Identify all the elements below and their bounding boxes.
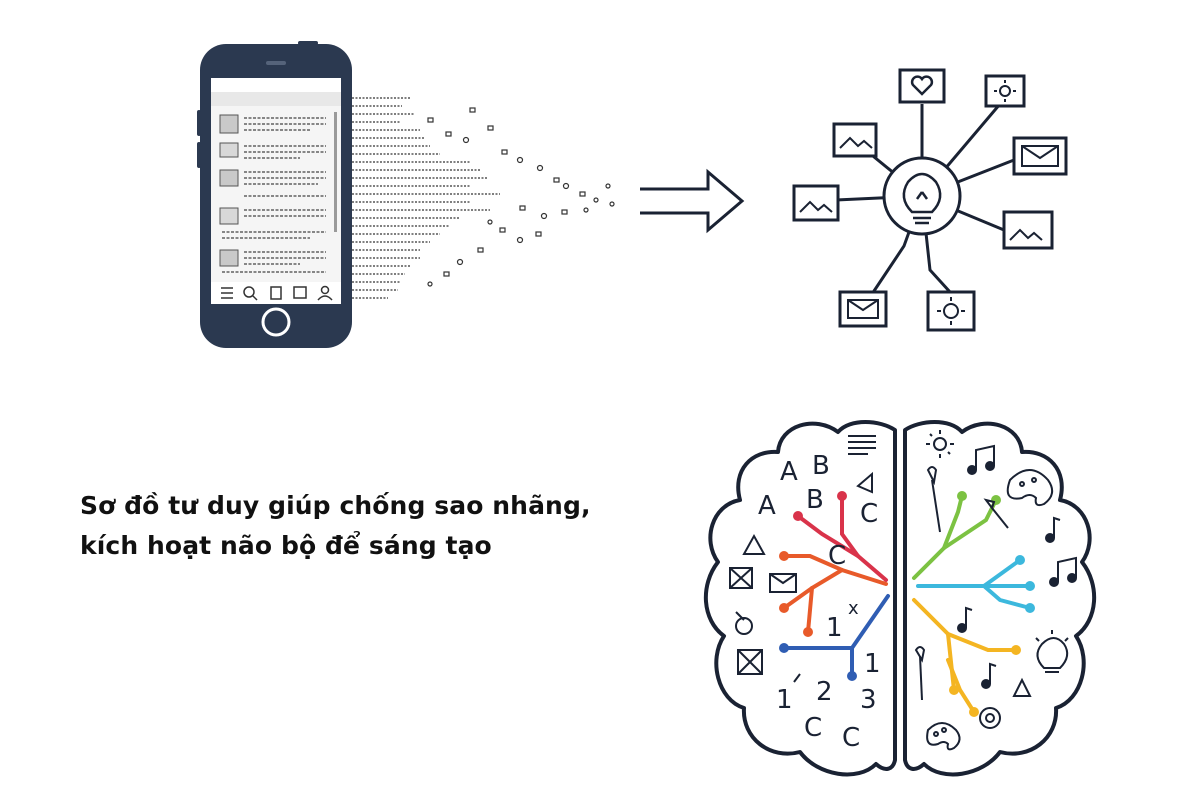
- brain-left-hemisphere: [704, 420, 897, 777]
- left-hemisphere-icons: [729, 435, 876, 683]
- compass-icon: [735, 611, 753, 635]
- caption-line-2: kích hoạt não bộ để sáng tạo: [80, 531, 492, 560]
- letter-c: C: [828, 541, 846, 571]
- music-note-icon: [957, 606, 973, 633]
- left-hemisphere-letters: A B A B C C 1 x 1 2 3 1 C C: [758, 451, 881, 753]
- text-lines-icon: [848, 435, 876, 455]
- right-branches: [912, 494, 1032, 714]
- pencil-icon: [793, 673, 801, 683]
- lightbulb-icon: [902, 172, 942, 225]
- envelope-icon: [1012, 136, 1068, 176]
- right-hemisphere-icons: [914, 430, 1077, 751]
- paintbrush-icon: [983, 498, 1009, 529]
- image-icon: [792, 184, 840, 222]
- brain-right-hemisphere: [903, 420, 1096, 777]
- triangle-icon: [1012, 677, 1032, 697]
- palette-icon: [926, 722, 961, 751]
- music-note-icon: [1045, 516, 1061, 543]
- number-1: 1: [826, 613, 843, 643]
- right-arrow-icon: [640, 168, 745, 234]
- right-branch-nodes: [949, 491, 1035, 717]
- paintbrush-icon: [914, 646, 926, 701]
- number-3: 3: [860, 685, 877, 715]
- cross-box-icon: [737, 649, 763, 675]
- text-stream: [352, 97, 615, 299]
- envelope-icon: [838, 290, 888, 328]
- letter-b: B: [812, 451, 830, 481]
- heart-icon: [898, 68, 946, 104]
- brain: A B A B C C 1 x 1 2 3 1 C C: [704, 420, 1096, 777]
- letter-x: x: [848, 598, 859, 619]
- letter-c: C: [804, 713, 822, 743]
- phone-feed: [219, 112, 337, 273]
- image-icon: [832, 122, 878, 158]
- palette-icon: [1006, 469, 1054, 507]
- sun-icon: [926, 430, 954, 458]
- smartphone: [197, 41, 352, 348]
- gear-icon: [979, 707, 1001, 729]
- letter-a: A: [780, 457, 798, 487]
- sun-icon: [984, 74, 1026, 108]
- hub-circle: [882, 156, 962, 236]
- triangle-icon: [742, 533, 766, 555]
- music-note-icon: [967, 444, 995, 475]
- idea-network: [792, 68, 1068, 332]
- triangle-icon: [856, 471, 873, 494]
- letter-c: C: [842, 723, 860, 753]
- cross-box-icon: [729, 567, 753, 589]
- sun-icon: [926, 290, 976, 332]
- letter-a: A: [758, 491, 776, 521]
- letter-b: B: [806, 485, 824, 515]
- phone-screen: [211, 78, 341, 304]
- left-branch-nodes: [779, 491, 857, 681]
- envelope-icon: [769, 573, 797, 593]
- music-note-icon: [981, 662, 997, 689]
- number-1: 1: [864, 649, 881, 679]
- caption: Sơ đồ tư duy giúp chống sao nhãng, kích …: [80, 486, 640, 566]
- left-branches: [782, 494, 890, 678]
- lightbulb-icon: [1035, 630, 1069, 673]
- home-button: [261, 307, 291, 337]
- music-note-icon: [1049, 556, 1077, 587]
- number-2: 2: [816, 677, 833, 707]
- letter-c: C: [860, 499, 878, 529]
- phone-nav-icons: [221, 285, 333, 301]
- number-1: 1: [776, 685, 793, 715]
- caption-line-1: Sơ đồ tư duy giúp chống sao nhãng,: [80, 491, 591, 520]
- paintbrush-icon: [926, 466, 941, 533]
- image-icon: [1002, 210, 1054, 250]
